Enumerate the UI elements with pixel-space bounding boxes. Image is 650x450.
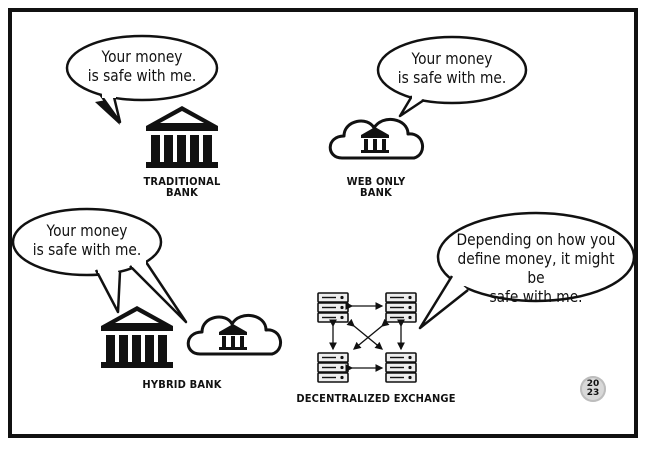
bubble-line: Your money bbox=[46, 221, 128, 240]
badge-line: 23 bbox=[586, 388, 600, 398]
bubble-line: Depending on how you bbox=[456, 230, 616, 249]
caption-hybrid-bank: HYBRID BANK bbox=[119, 379, 245, 390]
bubble-text-hybrid: Your money is safe with me. bbox=[31, 221, 143, 259]
bubble-text-traditional: Your money is safe with me. bbox=[86, 47, 198, 85]
bubble-line: Your money bbox=[101, 47, 183, 66]
cloud-bank-icon bbox=[186, 313, 283, 356]
caption-line: TRADITIONAL bbox=[143, 175, 221, 188]
bubble-line: is safe with me. bbox=[397, 68, 507, 87]
caption-line: BANK bbox=[360, 186, 392, 199]
speech-bubble-web-only bbox=[376, 35, 528, 118]
bank-building-icon bbox=[101, 306, 173, 368]
caption-traditional-bank: TRADITIONAL BANK bbox=[137, 176, 227, 198]
bubble-line: safe with me. bbox=[489, 287, 583, 306]
bank-building-icon bbox=[146, 106, 218, 168]
caption-web-only-bank: WEB ONLY BANK bbox=[331, 176, 421, 198]
badge-line: 20 bbox=[586, 379, 600, 389]
bubble-line: Your money bbox=[411, 49, 493, 68]
speech-bubble-hybrid bbox=[11, 207, 188, 324]
speech-bubble-traditional bbox=[65, 34, 219, 125]
bubble-line: is safe with me. bbox=[32, 240, 142, 259]
bubble-text-dex: Depending on how you define money, it mi… bbox=[450, 230, 622, 306]
caption-line: BANK bbox=[166, 186, 198, 199]
caption-line: HYBRID BANK bbox=[142, 378, 222, 391]
bubble-text-web-only: Your money is safe with me. bbox=[396, 49, 508, 87]
bubble-line: define money, it might be bbox=[457, 249, 615, 287]
caption-decentralized-exchange: DECENTRALIZED EXCHANGE bbox=[295, 393, 457, 404]
caption-line: DECENTRALIZED EXCHANGE bbox=[296, 392, 456, 405]
bubble-line: is safe with me. bbox=[87, 66, 197, 85]
year-badge: 20 23 bbox=[580, 376, 606, 402]
caption-line: WEB ONLY bbox=[346, 175, 406, 188]
server-network-icon bbox=[317, 292, 417, 383]
cloud-bank-icon bbox=[328, 117, 425, 160]
speech-bubble-dex bbox=[418, 211, 636, 330]
